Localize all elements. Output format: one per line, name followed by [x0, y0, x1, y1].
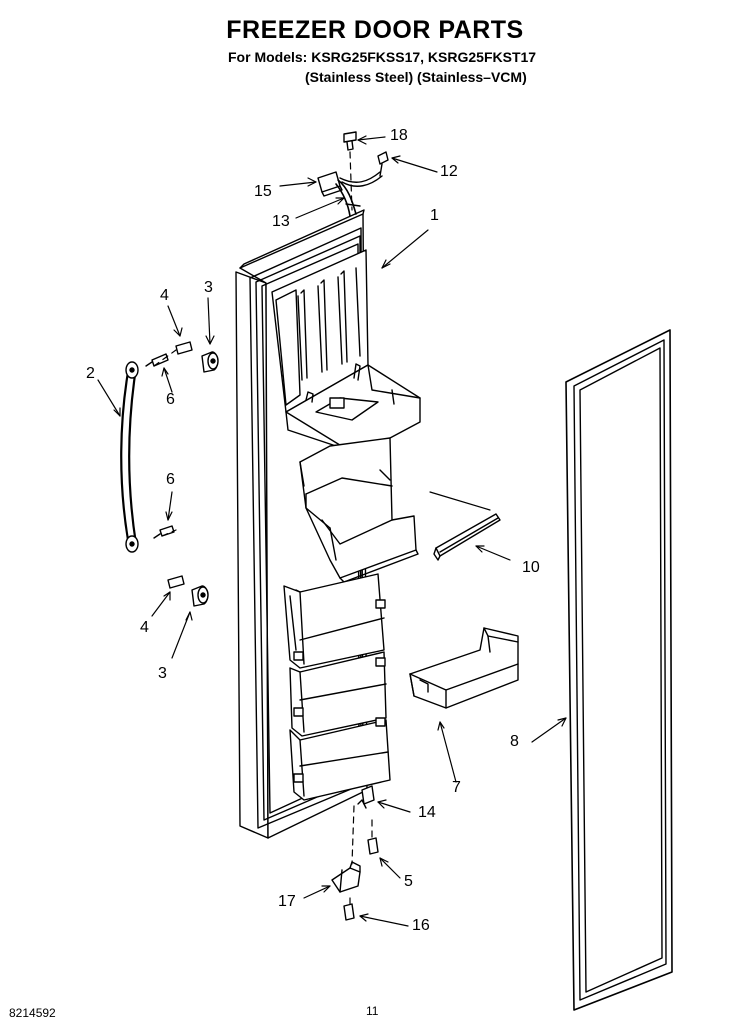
screw-12	[377, 151, 389, 177]
dispenser-housing	[285, 363, 421, 583]
trim-strip-10	[433, 513, 501, 561]
screw-4-lower	[167, 575, 185, 589]
callout-3-lower: 3	[158, 665, 167, 682]
hinge-17	[331, 861, 361, 893]
callout-13: 13	[272, 213, 290, 230]
inner-liner	[271, 249, 369, 413]
callout-6-lower: 6	[166, 471, 175, 488]
models-line: For Models: KSRG25FKSS17, KSRG25FKST17	[228, 49, 537, 65]
callout-5: 5	[404, 873, 413, 890]
screw-6-lower	[153, 525, 175, 539]
screw-5	[367, 837, 379, 855]
wire-harness	[317, 171, 383, 217]
callout-7: 7	[452, 779, 461, 796]
screw-16	[343, 903, 355, 921]
door-gasket-8	[565, 329, 673, 1011]
callout-8: 8	[510, 733, 519, 750]
callout-16: 16	[412, 917, 430, 934]
plug-3-lower	[191, 585, 209, 607]
callout-1: 1	[430, 207, 439, 224]
callout-10: 10	[522, 559, 540, 576]
door-shelf-bin-7	[409, 627, 519, 709]
callout-14: 14	[418, 804, 436, 821]
hinge-pin-14	[357, 785, 375, 809]
assembly-lines	[153, 151, 373, 909]
callout-2: 2	[86, 365, 95, 382]
finish-line: (Stainless Steel) (Stainless–VCM)	[305, 69, 527, 85]
screw-4-upper	[175, 341, 193, 355]
document-number: 8214592	[9, 1006, 56, 1020]
leader-arrows	[97, 135, 567, 927]
door-bins-frame	[283, 573, 391, 801]
callout-15: 15	[254, 183, 272, 200]
page-number: 11	[366, 1004, 379, 1018]
callout-12: 12	[440, 163, 458, 180]
callout-6-upper: 6	[166, 391, 175, 408]
callout-4-upper: 4	[160, 287, 169, 304]
door-handle	[120, 361, 139, 553]
plug-3-upper	[201, 351, 219, 373]
screw-6-upper	[145, 353, 169, 367]
screw-18	[343, 131, 357, 151]
page-title: FREEZER DOOR PARTS	[226, 16, 524, 44]
callout-4-lower: 4	[140, 619, 149, 636]
callout-3-upper: 3	[204, 279, 213, 296]
callout-17: 17	[278, 893, 296, 910]
callout-18: 18	[390, 127, 408, 144]
